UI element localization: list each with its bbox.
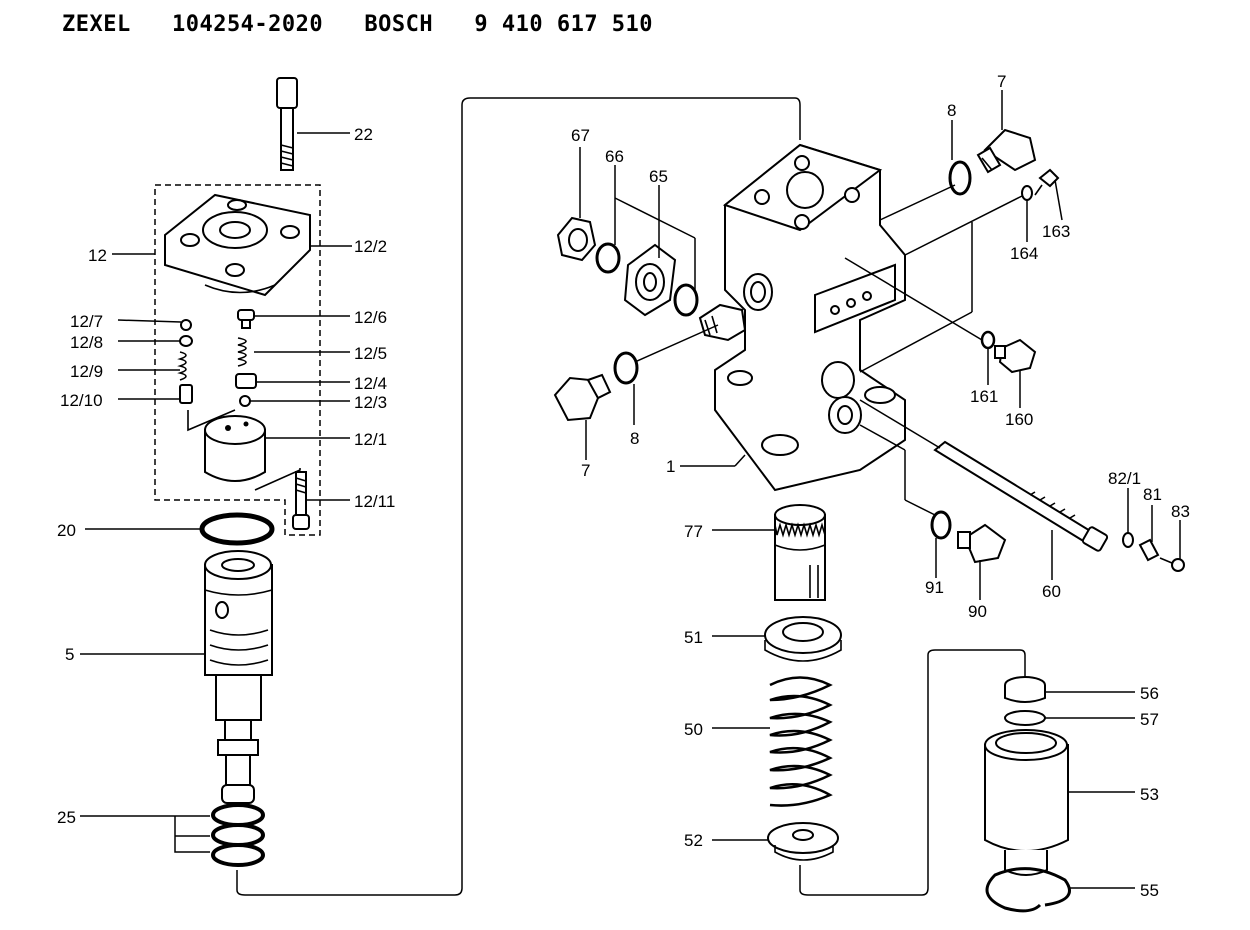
part-12-9-spring: [118, 351, 187, 381]
callout-90: 90: [968, 602, 987, 621]
callout-60: 60: [1042, 582, 1061, 601]
callout-5: 5: [65, 645, 74, 664]
part-7-plug-bottom: [553, 373, 612, 460]
part-50-spring: [712, 676, 833, 807]
callout-22: 22: [354, 125, 373, 144]
part-77-control-sleeve: [712, 504, 826, 601]
callout-82-1: 82/1: [1108, 469, 1141, 488]
part-83-screw: [1159, 520, 1185, 572]
part-8-washer-bottom: [613, 324, 719, 425]
part-52-lower-seat: [712, 822, 839, 861]
part-90-plug: [957, 523, 1007, 600]
part-81-clip: [1138, 505, 1160, 562]
part-66-washer-2: [673, 283, 699, 317]
part-25-rings: [80, 803, 265, 867]
part-12-4-seat: [235, 373, 350, 389]
part-55-ring: [985, 867, 1135, 913]
callout-12-8: 12/8: [70, 333, 103, 352]
callout-25: 25: [57, 808, 76, 827]
fitting: [698, 303, 747, 342]
callout-12-9: 12/9: [70, 362, 103, 381]
callout-51: 51: [684, 628, 703, 647]
callout-56: 56: [1140, 684, 1159, 703]
callout-7-bottom: 7: [581, 461, 590, 480]
callout-12-3: 12/3: [354, 393, 387, 412]
part-1-housing: [680, 143, 906, 492]
connection-line-lower: [799, 649, 1026, 896]
part-5-plunger: [80, 550, 273, 804]
callout-12-7: 12/7: [70, 312, 103, 331]
part-12-2-flange: [164, 193, 352, 297]
part-66-washer: [595, 165, 696, 290]
callout-12-5: 12/5: [354, 344, 387, 363]
callout-164: 164: [1010, 244, 1038, 263]
part-12-7-ball: [117, 319, 192, 331]
callout-1: 1: [666, 457, 675, 476]
callout-12-10: 12/10: [60, 391, 103, 410]
part-161-washer: [980, 330, 996, 385]
part-60-control-rack: [859, 399, 1109, 580]
callout-12-6: 12/6: [354, 308, 387, 327]
part-12-5-spring: [237, 337, 350, 367]
part-57-shim: [1004, 710, 1135, 726]
part-22-screw: [276, 77, 350, 171]
callout-20: 20: [57, 521, 76, 540]
part-51-spring-seat: [712, 616, 842, 662]
part-12-10-pin: [118, 384, 193, 404]
callout-160: 160: [1005, 410, 1033, 429]
part-91-washer: [859, 424, 952, 578]
callout-52: 52: [684, 831, 703, 850]
callout-8-bottom: 8: [630, 429, 639, 448]
part-53-tappet: [984, 729, 1135, 876]
callout-12-2: 12/2: [354, 237, 387, 256]
callout-66: 66: [605, 147, 624, 166]
connection-line: [236, 97, 801, 896]
group-12-box: [154, 184, 321, 536]
part-65-collar: [623, 185, 677, 317]
callout-65: 65: [649, 167, 668, 186]
callout-163: 163: [1042, 222, 1070, 241]
callout-67: 67: [571, 126, 590, 145]
part-12-1-body: [187, 409, 350, 491]
callout-7-top: 7: [997, 72, 1006, 91]
part-8-washer-top: [879, 120, 972, 221]
part-12-6-valve: [237, 309, 350, 329]
part-67-nut: [556, 147, 597, 262]
callout-83: 83: [1171, 502, 1190, 521]
leader-housing-side-2: [859, 311, 973, 373]
callout-12-1: 12/1: [354, 430, 387, 449]
callout-57: 57: [1140, 710, 1159, 729]
part-12-11-bolt: [292, 471, 350, 530]
part-7-plug-top: [976, 90, 1037, 174]
part-20-o-ring: [85, 512, 275, 546]
part-163-screw: [1034, 168, 1063, 221]
callout-53: 53: [1140, 785, 1159, 804]
part-12-8-cap: [118, 335, 193, 347]
callout-8-top: 8: [947, 101, 956, 120]
callout-12: 12: [88, 246, 107, 265]
part-164-washer: [904, 185, 1033, 256]
part-56-cap: [1004, 676, 1135, 703]
callout-77: 77: [684, 522, 703, 541]
callout-55: 55: [1140, 881, 1159, 900]
callout-81: 81: [1143, 485, 1162, 504]
part-160-plug: [844, 257, 1037, 408]
part-12-3-ball: [239, 395, 350, 407]
callout-161: 161: [970, 387, 998, 406]
callout-12-11: 12/11: [354, 492, 395, 511]
callout-91: 91: [925, 578, 944, 597]
part-82-1-washer: [1122, 488, 1134, 548]
callout-12-4: 12/4: [354, 374, 387, 393]
diagram-title: ZEXEL 104254-2020 BOSCH 9 410 617 510: [62, 12, 654, 37]
callout-50: 50: [684, 720, 703, 739]
